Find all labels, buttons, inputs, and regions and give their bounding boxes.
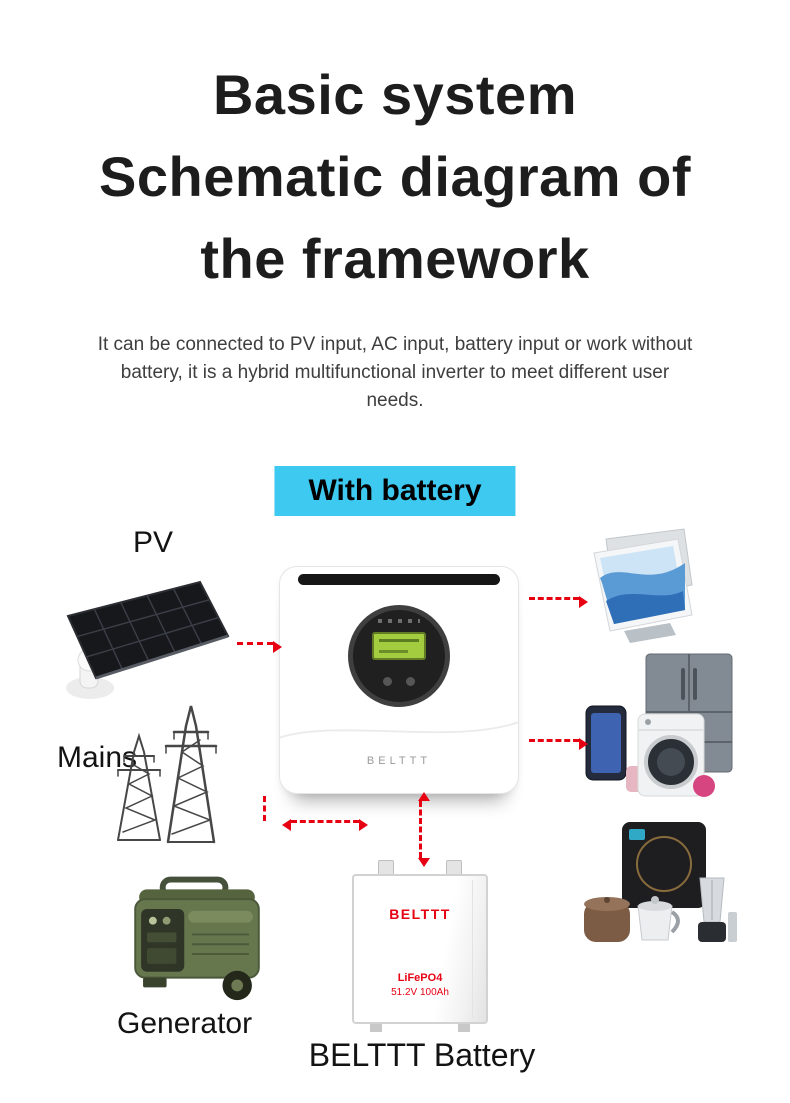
battery-spec: 51.2V 100Ah [391, 987, 449, 998]
title-line-3: the framework [200, 227, 590, 290]
connector-mains-line [263, 796, 266, 821]
battery-caption: BELTTT Battery [308, 1037, 536, 1073]
battery-brand: BELTTT [389, 906, 451, 922]
battery-chemistry: LiFePO4 [397, 972, 443, 984]
inverter-body: BELTTT [279, 566, 519, 794]
arrowhead-right-icon [359, 818, 368, 831]
arrow-inverter-battery-bidirectional [417, 792, 430, 867]
inverter-display [348, 605, 450, 707]
solar-panel-image [50, 574, 235, 704]
battery-box: BELTTT LiFePO4 51.2V 100Ah [352, 874, 488, 1024]
arrowhead-right-icon [579, 737, 588, 750]
arrow-mains-inverter-bidirectional [282, 818, 368, 831]
arrowhead-right-icon [273, 640, 282, 653]
battery-image: BELTTT LiFePO4 51.2V 100Ah [352, 860, 488, 1032]
generator-label: Generator [117, 1007, 253, 1040]
with-battery-badge: With battery [274, 466, 516, 516]
inverter-lcd-screen [372, 632, 426, 660]
page-description: It can be connected to PV input, AC inpu… [97, 334, 693, 411]
inverter-button-right [406, 677, 415, 686]
arrowhead-down-icon [417, 858, 430, 867]
battery-foot-right [458, 1024, 470, 1032]
pv-label: PV [133, 526, 174, 559]
inverter-brand: BELTTT [366, 755, 432, 767]
arrowhead-right-icon [579, 595, 588, 608]
arrow-inverter-to-appliances [529, 737, 588, 750]
inverter-image: BELTTT [279, 566, 519, 794]
arrow-inverter-to-tablet [529, 595, 588, 608]
inverter-top-strip [298, 574, 500, 585]
generator-image [126, 856, 268, 1008]
arrowhead-up-icon [417, 792, 430, 801]
inverter-button-left [383, 677, 392, 686]
battery-foot-left [370, 1024, 382, 1032]
arrow-pv-to-inverter [237, 640, 282, 653]
kitchen-appliances-image [582, 820, 738, 956]
inverter-decor-curve [280, 721, 518, 739]
arrowhead-left-icon [282, 818, 291, 831]
tablet-image [582, 523, 702, 647]
title-line-1: Basic system [212, 63, 577, 126]
power-towers-image [112, 690, 237, 845]
page-title: Basic system Schematic diagram of the fr… [0, 54, 790, 300]
title-line-2: Schematic diagram of [99, 145, 691, 208]
appliances-image [582, 650, 738, 802]
